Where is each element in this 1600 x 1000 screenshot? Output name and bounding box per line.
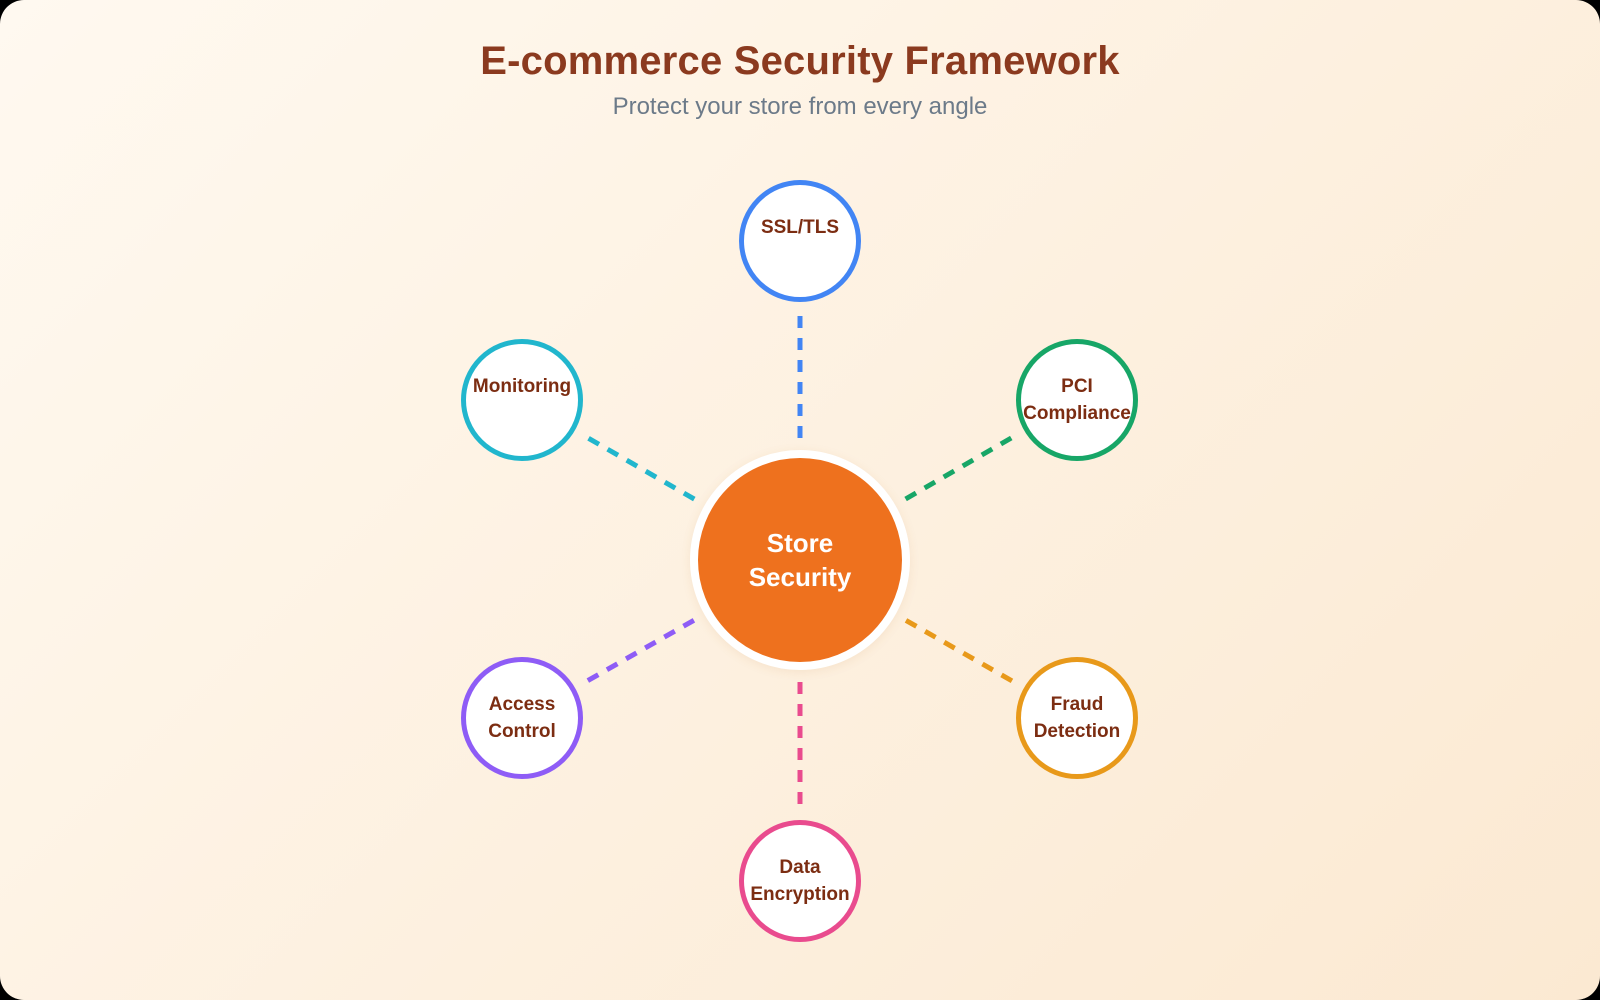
- node-label-pci-compliance: PCI Compliance: [1023, 376, 1131, 424]
- connector-monitoring: [580, 432, 696, 502]
- node-label-data-encryption: Data Encryption: [750, 857, 850, 905]
- node-label-fraud-detection: Fraud Detection: [1033, 694, 1121, 742]
- node-label-monitoring: Monitoring: [472, 376, 572, 397]
- header: E-commerce Security Framework Protect yo…: [0, 38, 1600, 122]
- node-fraud-detection: Fraud Detection: [1016, 657, 1138, 779]
- connector-access-control: [580, 618, 696, 687]
- node-label-access-control: Access Control: [488, 694, 556, 742]
- node-data-encryption: Data Encryption: [739, 820, 861, 942]
- node-monitoring: Monitoring: [461, 339, 583, 461]
- node-access-control: Access Control: [461, 657, 583, 779]
- connector-fraud-detection: [904, 618, 1019, 686]
- center-node-store-security: Store Security: [690, 450, 910, 670]
- node-pci-compliance: PCI Compliance: [1016, 339, 1138, 461]
- page-subtitle: Protect your store from every angle: [612, 93, 988, 120]
- center-node-label: Store Security: [748, 528, 852, 592]
- connector-pci-compliance: [904, 432, 1019, 502]
- node-ssl-tls: SSL/TLS: [739, 180, 861, 302]
- page-title: E-commerce Security Framework: [480, 39, 1120, 83]
- node-label-ssl-tls: SSL/TLS: [760, 217, 840, 238]
